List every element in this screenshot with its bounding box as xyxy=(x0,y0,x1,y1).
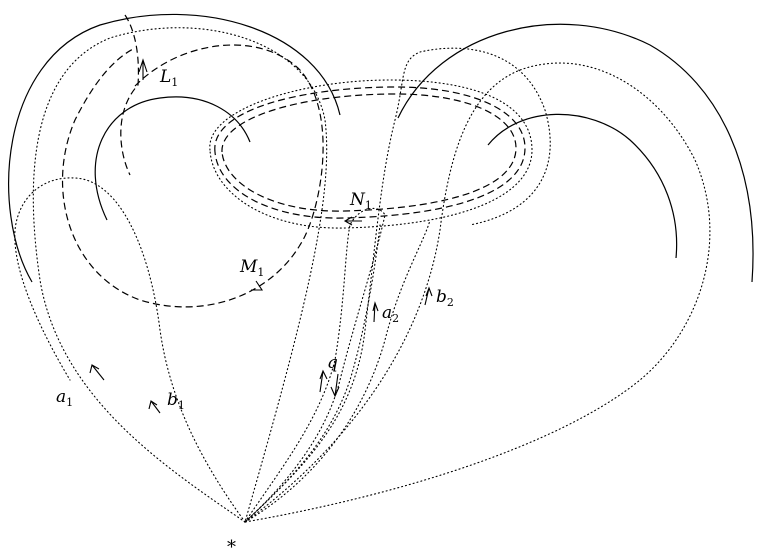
label-a2: a2 xyxy=(382,303,399,325)
label-N1: N1 xyxy=(349,190,372,212)
inner-left-solid-arc xyxy=(94,96,251,221)
dashed-loop-M xyxy=(62,44,324,308)
arrow-M xyxy=(251,280,264,291)
dotted-loop-b2 xyxy=(244,62,711,523)
label-q: q xyxy=(327,353,338,373)
arrow-b2 xyxy=(424,286,433,306)
dashed-loop-N-inner xyxy=(221,93,517,212)
dotted-loop-a1 xyxy=(32,27,328,523)
label-b1: b1 xyxy=(167,390,185,412)
arrow-N xyxy=(343,216,362,226)
arrow-a2 xyxy=(372,301,379,323)
dashed-loop-L xyxy=(120,14,140,176)
dotted-loop-a2 xyxy=(244,47,551,523)
arrow-L xyxy=(138,58,148,80)
arrow-a1 xyxy=(89,364,105,381)
arrow-b1 xyxy=(148,400,161,414)
dotted-loop-q xyxy=(244,207,386,523)
basepoint-star: * xyxy=(227,537,236,555)
label-L1: L1 xyxy=(159,67,178,89)
label-a1: a1 xyxy=(56,387,73,409)
outer-right-solid-arc xyxy=(397,23,754,283)
dashed-loop-N-outer xyxy=(214,86,526,219)
inner-right-solid-arc xyxy=(487,113,678,259)
dotted-N-loop xyxy=(209,79,533,229)
arrow-q-up xyxy=(319,369,328,393)
label-M1: M1 xyxy=(239,257,264,279)
dotted-strand-1 xyxy=(244,224,381,523)
outer-left-solid-arc xyxy=(8,13,341,283)
label-b2: b2 xyxy=(436,287,454,309)
dotted-loop-b1 xyxy=(14,177,246,523)
dotted-strand-2 xyxy=(244,219,431,523)
arrow-q-down xyxy=(330,373,340,398)
